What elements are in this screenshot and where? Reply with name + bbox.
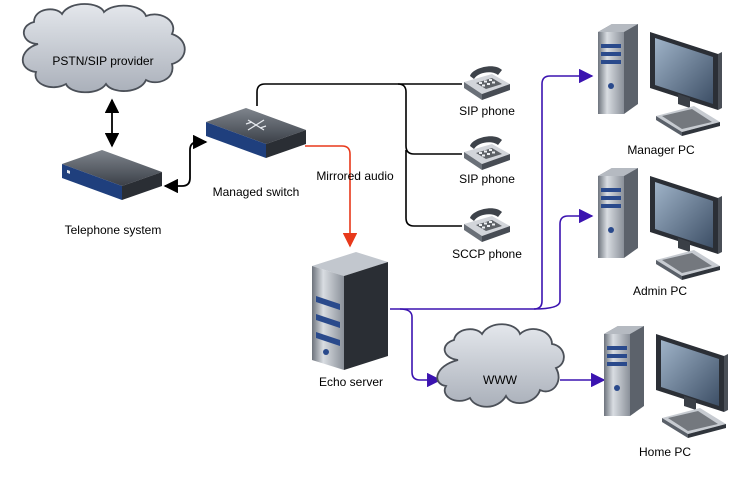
sip-phone-2 [464,136,510,170]
data-links [390,68,606,388]
echo-server [312,252,388,370]
phone-bus-link [256,83,462,227]
manager-pc-label: Manager PC [627,143,695,157]
admin-pc [598,168,722,280]
sip-phone-1-label: SIP phone [459,104,515,118]
home-pc [604,326,728,438]
telephone-system [62,150,162,200]
www-cloud [436,323,565,408]
sip-phone-2-label: SIP phone [459,172,515,186]
mirrored-audio-label: Mirrored audio [316,169,394,183]
sccp-phone [464,208,510,242]
pstn-cloud-label: PSTN/SIP provider [52,54,153,68]
pbx-switch-link [163,134,208,194]
managed-switch-label: Managed switch [213,185,300,199]
mirrored-audio-link [305,145,358,248]
sccp-phone-label: SCCP phone [452,247,522,261]
pstn-cloud [21,3,186,94]
www-cloud-label: WWW [483,373,518,387]
echo-server-label: Echo server [319,375,383,389]
telephone-system-label: Telephone system [65,223,162,237]
sip-phone-1 [464,66,510,100]
manager-pc [598,24,722,136]
managed-switch [206,108,306,158]
home-pc-label: Home PC [639,445,691,459]
admin-pc-label: Admin PC [633,284,687,298]
